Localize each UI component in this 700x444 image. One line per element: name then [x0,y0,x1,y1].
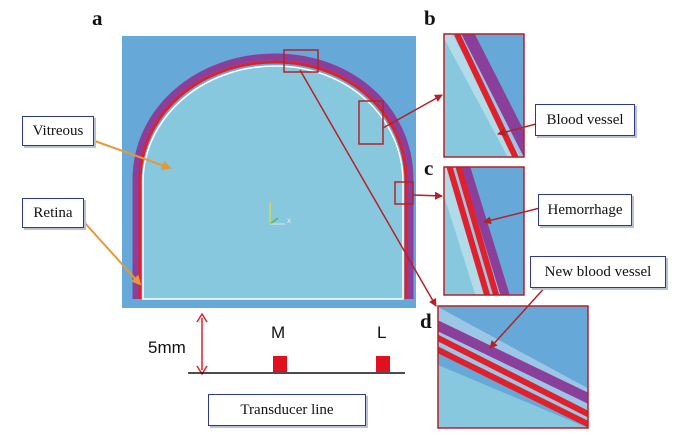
zoom-box-c [394,181,414,205]
zoom-box-b [358,100,384,145]
transducer-m-label: M [271,323,286,342]
hemorrhage-label: Hemorrhage [538,194,632,226]
panel-label-b: b [424,6,436,30]
scale-bar-bottom-arrow [196,365,208,376]
panel-b-zoom [444,34,524,157]
vitreous-label: Vitreous [22,116,94,146]
panel-d-zoom [438,306,588,428]
transducer-l [376,356,390,372]
scale-label: 5mm [148,338,186,357]
blood-vessel-pointer [497,123,537,137]
blood-vessel-label: Blood vessel [535,104,635,136]
vessel-layer [138,60,408,299]
panel-b-frame [443,33,525,158]
transducer-m [273,356,287,372]
retina-label: Retina [22,198,84,228]
panel-c-zoom [444,167,524,295]
retina-outer-layer [132,53,414,299]
arrow-to-panel-c [412,191,443,200]
axis-x-label: x [287,216,291,225]
new-blood-vessel-label: New blood vessel [530,256,666,288]
retina-pointer [83,221,142,286]
panel-c-frame [443,166,525,296]
vitreous-region [142,65,404,300]
scale-bar-top-arrow [196,312,208,323]
new-vessel-pointer [489,283,549,349]
vitreous-pointer [91,139,172,171]
panel-d-frame [437,305,589,429]
panel-label-a: a [92,6,103,30]
axis-z-line [269,217,279,225]
hemorrhage-pointer [483,207,541,225]
transducer-line-label: Transducer line [208,394,366,426]
panel-label-c: c [424,156,434,180]
arrow-to-panel-b [382,94,443,129]
transducer-l-label: L [377,323,387,342]
panel-label-d: d [420,309,432,333]
arrow-to-panel-d [299,69,437,307]
